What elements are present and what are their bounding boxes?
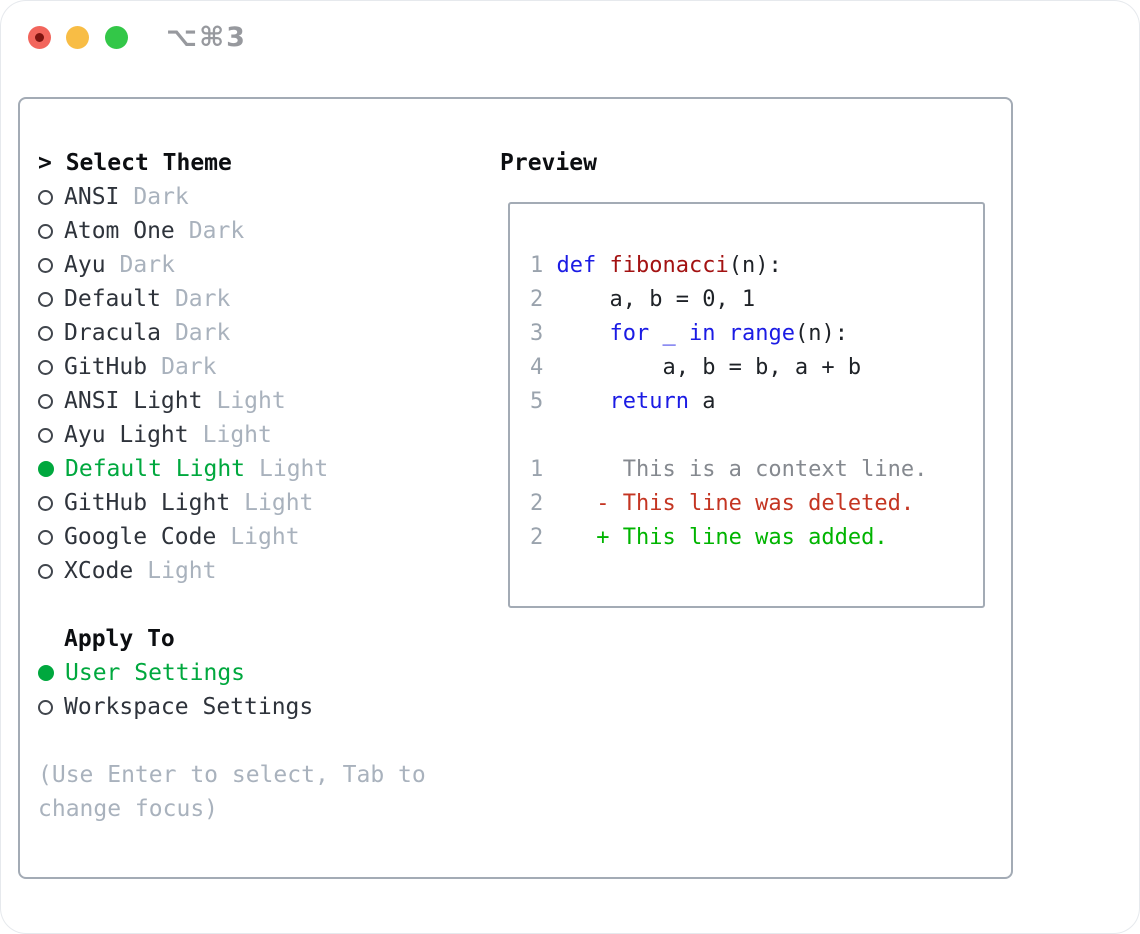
- code-line: 2 - This line was deleted.: [530, 491, 915, 516]
- theme-option-github-light[interactable]: GitHub Light Light: [38, 486, 426, 520]
- select-theme-header: > Select Theme: [38, 146, 426, 180]
- radio-selected-icon: [38, 665, 54, 681]
- code-line: [530, 419, 927, 453]
- option-label: Atom One: [64, 218, 175, 244]
- theme-option-default[interactable]: Default Dark: [38, 282, 426, 316]
- option-variant-tag: Light: [202, 422, 272, 448]
- close-button[interactable]: [28, 26, 51, 49]
- option-label: ANSI Light: [64, 388, 203, 414]
- apply-to-title: Apply To: [64, 626, 175, 652]
- window-title: ⌥⌘3: [166, 22, 247, 53]
- radio-icon: [38, 427, 53, 443]
- hint-line-1: (Use Enter to select, Tab to: [38, 762, 426, 788]
- select-theme-title: Select Theme: [65, 150, 232, 176]
- zoom-button[interactable]: [105, 26, 128, 49]
- option-label: Ayu: [64, 252, 106, 278]
- preview-header: Preview: [500, 150, 597, 176]
- apply-to-header: Apply To: [38, 622, 426, 656]
- theme-option-default-light[interactable]: Default Light Light: [38, 452, 426, 486]
- radio-icon: [38, 495, 53, 511]
- theme-option-ayu-light[interactable]: Ayu Light Light: [38, 418, 426, 452]
- apply-option-workspace-settings[interactable]: Workspace Settings: [38, 690, 426, 724]
- option-variant-tag: Light: [216, 388, 286, 414]
- option-variant-tag: Light: [244, 490, 314, 516]
- theme-option-github[interactable]: GitHub Dark: [38, 350, 426, 384]
- record-dot-icon: [35, 33, 44, 42]
- option-label: Default: [64, 286, 161, 312]
- option-variant-tag: Light: [259, 456, 329, 482]
- option-label: Dracula: [64, 320, 161, 346]
- apply-option-user-settings[interactable]: User Settings: [38, 656, 426, 690]
- code-line: 5 return a: [530, 389, 716, 414]
- hint-line-2: change focus): [38, 796, 219, 822]
- radio-icon: [38, 393, 53, 409]
- code-line: 3 for _ in range(n):: [530, 321, 848, 346]
- option-label: ANSI: [64, 184, 120, 210]
- code-preview: 1 def fibonacci(n): 2 a, b = 0, 1 3 for _ …: [530, 249, 927, 555]
- radio-selected-icon: [38, 461, 54, 477]
- radio-icon: [38, 257, 53, 273]
- radio-icon: [38, 223, 53, 239]
- option-variant-tag: Dark: [174, 320, 231, 346]
- code-line: 2 + This line was added.: [530, 525, 888, 550]
- option-variant-tag: Dark: [188, 218, 245, 244]
- option-label: Default Light: [65, 456, 246, 482]
- option-label: User Settings: [65, 660, 246, 686]
- preview-box: 1 def fibonacci(n): 2 a, b = 0, 1 3 for _ …: [508, 202, 985, 608]
- code-line: 4 a, b = b, a + b: [530, 355, 862, 380]
- spacer-row: [38, 724, 426, 758]
- option-label: GitHub: [64, 354, 148, 380]
- option-variant-tag: Dark: [119, 252, 175, 278]
- code-line: 2 a, b = 0, 1: [530, 287, 756, 312]
- option-label: XCode: [64, 558, 134, 584]
- option-variant-tag: Dark: [133, 184, 189, 210]
- radio-icon: [38, 189, 53, 205]
- option-variant-tag: Light: [147, 558, 217, 584]
- theme-option-xcode[interactable]: XCode Light: [38, 554, 426, 588]
- theme-option-atom-one[interactable]: Atom One Dark: [38, 214, 426, 248]
- theme-option-ansi[interactable]: ANSI Dark: [38, 180, 426, 214]
- minimize-button[interactable]: [66, 26, 89, 49]
- theme-option-ayu[interactable]: Ayu Dark: [38, 248, 426, 282]
- option-label: Ayu Light: [64, 422, 189, 448]
- radio-icon: [38, 291, 53, 307]
- option-variant-tag: Dark: [161, 354, 217, 380]
- option-variant-tag: Light: [230, 524, 300, 550]
- radio-icon: [38, 529, 53, 545]
- option-label: Workspace Settings: [64, 694, 314, 720]
- spacer-row: [38, 588, 426, 622]
- radio-icon: [38, 359, 53, 375]
- code-line: 1 This is a context line.: [530, 457, 928, 482]
- option-label: GitHub Light: [64, 490, 231, 516]
- theme-option-ansi-light[interactable]: ANSI Light Light: [38, 384, 426, 418]
- theme-option-google-code[interactable]: Google Code Light: [38, 520, 426, 554]
- radio-icon: [38, 325, 53, 341]
- code-line: 1 def fibonacci(n):: [530, 253, 782, 278]
- option-variant-tag: Dark: [174, 286, 231, 312]
- radio-icon: [38, 699, 53, 715]
- option-label: Google Code: [64, 524, 217, 550]
- radio-icon: [38, 563, 53, 579]
- focus-prompt-icon: >: [38, 150, 66, 176]
- theme-option-dracula[interactable]: Dracula Dark: [38, 316, 426, 350]
